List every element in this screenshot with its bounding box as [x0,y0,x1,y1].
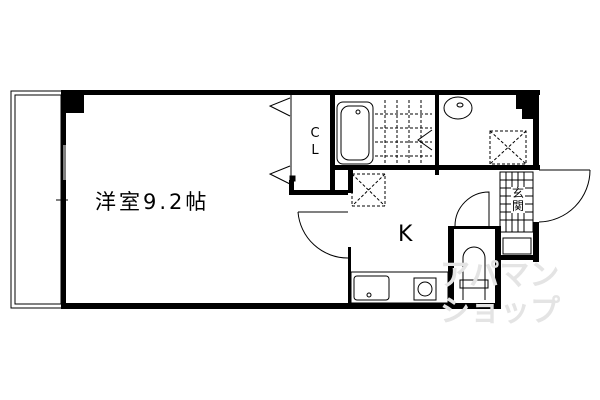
walls [61,90,540,309]
washer-space [489,130,527,165]
washbasin [443,96,473,120]
bathtub [336,101,374,165]
balcony [10,90,64,309]
western-room-label: 洋室9.2帖 [95,190,210,214]
toilet [454,191,490,300]
entrance-label: 玄関 [511,186,525,213]
closet-doors [268,95,296,185]
room-door [297,211,349,259]
watermark: アパマンショップ [440,258,560,329]
kitchen-label: K [398,222,413,247]
window [56,145,68,201]
fridge-space [351,173,386,207]
kitchen-counter [350,271,449,304]
entrance-door [538,169,591,223]
entrance-tiles [499,171,534,255]
bath-floor-tiles [375,100,433,164]
